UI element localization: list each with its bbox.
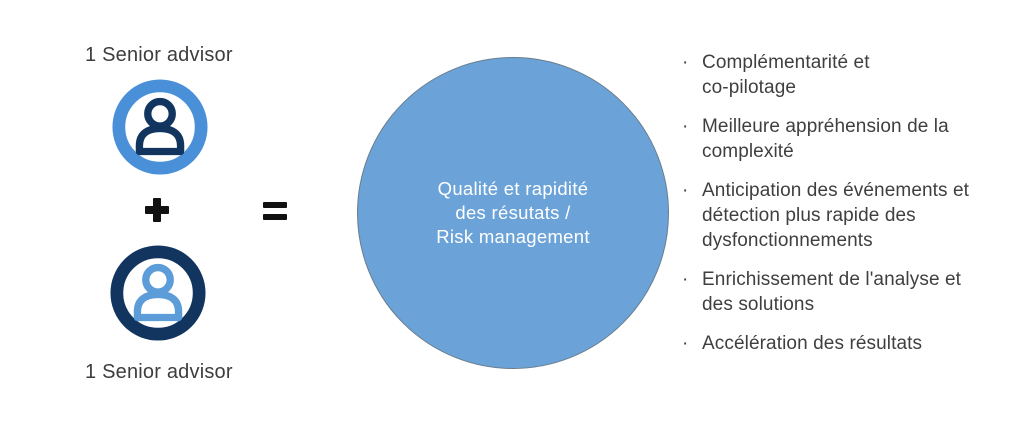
bullet-dot-icon: · [682,116,689,137]
benefit-item: · Complémentarité et co-pilotage [682,50,1020,100]
plus-icon [145,198,169,222]
bullet-dot-icon: · [682,333,689,354]
bullet-dot-icon: · [682,180,689,201]
equals-icon [263,202,287,220]
benefit-item: · Anticipation des événements et détectio… [682,178,1020,253]
person-icon [112,79,208,175]
advisor-top-label: 1 Senior advisor [85,44,233,66]
benefit-item: · Meilleure appréhension de la complexité [682,114,1020,164]
advisor-top-person-icon [111,78,209,176]
advisor-bottom-label: 1 Senior advisor [85,361,233,383]
benefit-text: Meilleure appréhension de la complexité [702,116,949,162]
result-circle: Qualité et rapidité des résutats / Risk … [357,57,669,369]
benefit-text: Enrichissement de l'analyse et des solut… [702,269,962,315]
benefit-item: · Enrichissement de l'analyse et des solu… [682,267,1020,317]
advisor-bottom-person-icon [109,244,207,342]
benefit-item: · Accélération des résultats [682,331,1020,356]
person-icon [110,245,206,341]
benefit-text: Complémentarité et co-pilotage [702,52,870,98]
benefits-list: · Complémentarité et co-pilotage · Meilleur… [682,50,1020,370]
benefit-text: Accélération des résultats [702,333,923,354]
benefit-text: Anticipation des événements et détection… [702,180,970,251]
bullet-dot-icon: · [682,269,689,290]
bullet-dot-icon: · [682,52,689,73]
result-circle-text: Qualité et rapidité des résutats / Risk … [436,178,590,247]
